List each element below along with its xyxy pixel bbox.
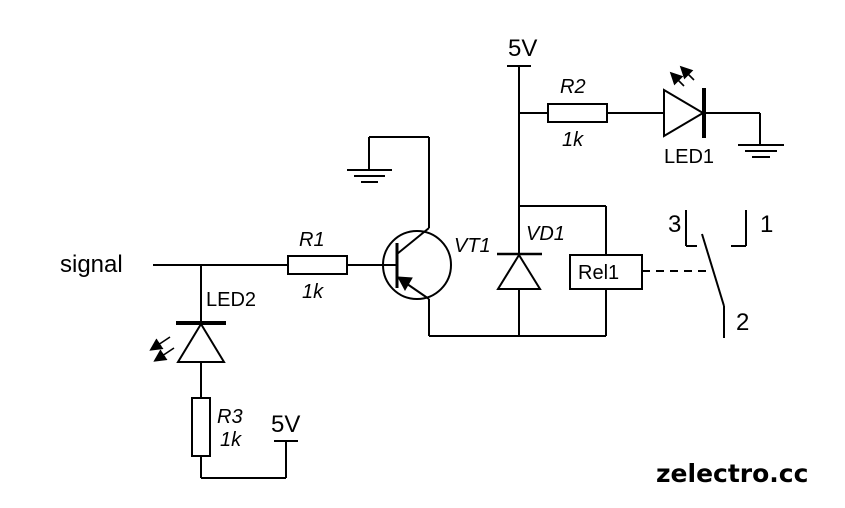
signal-wire [153,264,397,398]
ground-symbol-top [347,169,392,183]
resistor-r2 [547,103,608,123]
led2-label: LED2 [206,289,256,311]
led1 [663,65,706,138]
relay-rel1 [569,254,643,290]
relay-rel1-label: Rel1 [578,262,619,284]
resistor-r3-value: 1k [220,429,242,451]
collector-ground-wire [368,136,430,228]
r2-branch-wire [519,112,761,145]
watermark: zelectro.cc [656,459,808,488]
relay-pin-2: 2 [736,309,749,336]
relay-pin-1: 1 [760,211,773,238]
relay-pin-3: 3 [668,211,681,238]
diode-vd1 [496,252,542,290]
diode-vd1-label: VD1 [526,223,565,245]
resistor-r2-name: R2 [560,76,586,98]
resistor-r1-value: 1k [302,281,324,303]
led1-label: LED1 [664,146,714,168]
supply-5v-bottom-label: 5V [271,411,300,438]
resistor-r3 [191,397,211,457]
signal-label: signal [60,251,123,278]
transistor-vt1 [382,227,452,300]
resistor-r2-value: 1k [562,129,584,151]
supply-5v-top-label: 5V [508,35,537,62]
resistor-r3-name: R3 [217,406,243,428]
r3-supply-wire [200,440,298,479]
relay-contacts [685,210,747,338]
ground-symbol-right [738,144,784,158]
led2 [149,321,226,363]
resistor-r1-name: R1 [299,229,325,251]
resistor-r1 [287,255,348,275]
transistor-vt1-label: VT1 [454,235,491,257]
supply-5v-top [507,65,531,336]
emitter-return-wire [428,205,607,337]
